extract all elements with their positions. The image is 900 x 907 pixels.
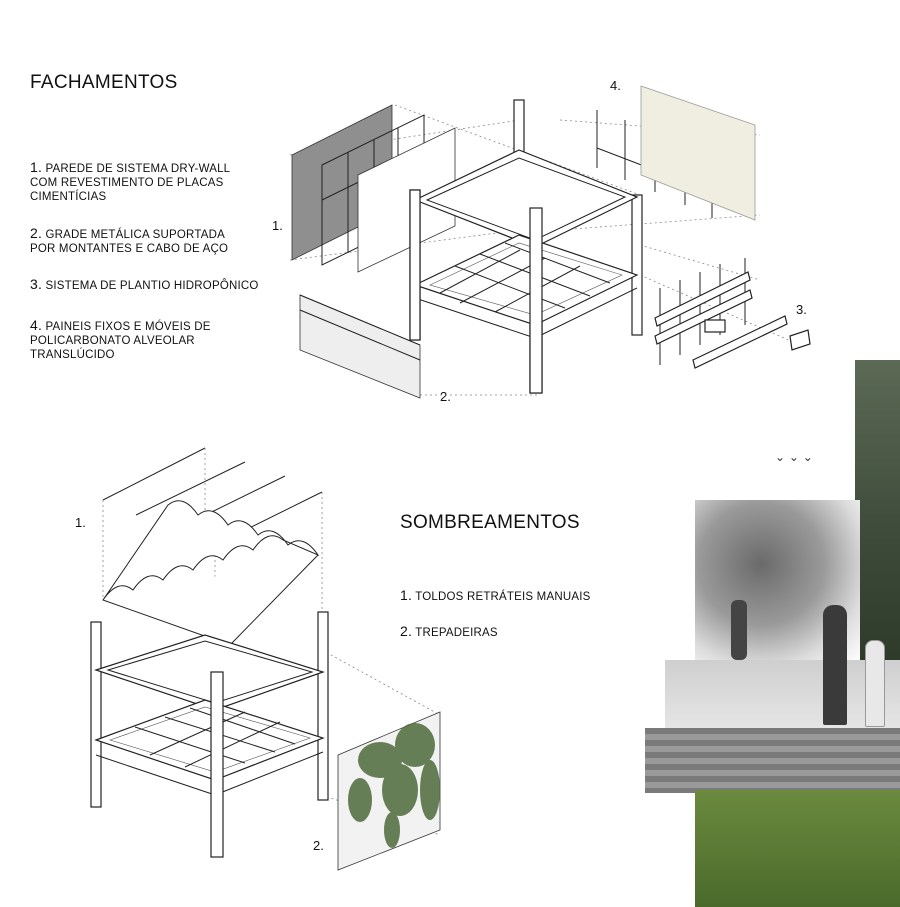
item-line: TOLDOS RETRÁTEIS MANUAIS <box>415 591 591 603</box>
grass <box>695 790 900 907</box>
fachamentos-item-2: 2. GRADE METÁLICA SUPORTADA POR MONTANTE… <box>30 226 228 256</box>
hydroponic-system <box>654 258 811 369</box>
item-number: 3. <box>30 276 43 292</box>
callout-s1: 1. <box>75 515 86 530</box>
climbing-plants <box>348 723 440 848</box>
sombreamentos-item-2: 2. TREPADEIRAS <box>400 624 498 640</box>
item-line: TREPADEIRAS <box>415 627 498 639</box>
child-walking <box>865 640 885 727</box>
callout-s2: 2. <box>313 838 324 853</box>
retractable-awning <box>102 500 320 646</box>
sombreamentos-item-1: 1. TOLDOS RETRÁTEIS MANUAIS <box>400 588 590 604</box>
item-number: 2. <box>30 225 43 241</box>
item-line: POR MONTANTES E CABO DE AÇO <box>30 243 229 255</box>
item-line: GRADE METÁLICA SUPORTADA <box>45 229 225 241</box>
street-photo-collage: ⌄ ⌄ ⌄ <box>645 360 900 907</box>
wooden-bench <box>645 728 900 793</box>
item-line: PAREDE DE SISTEMA DRY-WALL <box>45 163 231 175</box>
item-number: 1. <box>30 159 43 175</box>
bottom-structure <box>90 611 329 858</box>
item-number: 4. <box>30 317 43 333</box>
callout-f2: 2. <box>440 389 451 404</box>
callout-f3: 3. <box>796 302 807 317</box>
item-line: SISTEMA DE PLANTIO HIDROPÔNICO <box>45 280 259 292</box>
person-walking <box>823 605 847 725</box>
polycarbonate-panels <box>596 85 756 221</box>
tree-panel <box>855 360 900 660</box>
callout-f1: 1. <box>272 218 283 233</box>
cyclist <box>731 600 747 660</box>
birds: ⌄ ⌄ ⌄ <box>775 450 813 464</box>
item-line: CIMENTÍCIAS <box>30 191 107 203</box>
item-line: COM REVESTIMENTO DE PLACAS <box>30 177 224 189</box>
cement-board <box>357 127 456 273</box>
item-line: TRANSLÚCIDO <box>30 349 115 361</box>
street-ground <box>665 660 900 730</box>
structure-frame <box>409 99 643 394</box>
metal-grid-panel <box>299 294 421 399</box>
fachamentos-title: FACHAMENTOS <box>30 72 178 93</box>
fachamentos-item-1: 1. PAREDE DE SISTEMA DRY-WALL COM REVEST… <box>30 160 230 204</box>
item-line: POLICARBONATO ALVEOLAR <box>30 335 195 347</box>
item-number: 2. <box>400 623 413 639</box>
sombreamentos-title: SOMBREAMENTOS <box>400 512 580 533</box>
fachamentos-item-4: 4. PAINEIS FIXOS E MÓVEIS DE POLICARBONA… <box>30 318 211 362</box>
item-number: 1. <box>400 587 413 603</box>
fachamentos-item-3: 3. SISTEMA DE PLANTIO HIDROPÔNICO <box>30 277 259 293</box>
callout-f4: 4. <box>610 78 621 93</box>
item-line: PAINEIS FIXOS E MÓVEIS DE <box>45 321 211 333</box>
